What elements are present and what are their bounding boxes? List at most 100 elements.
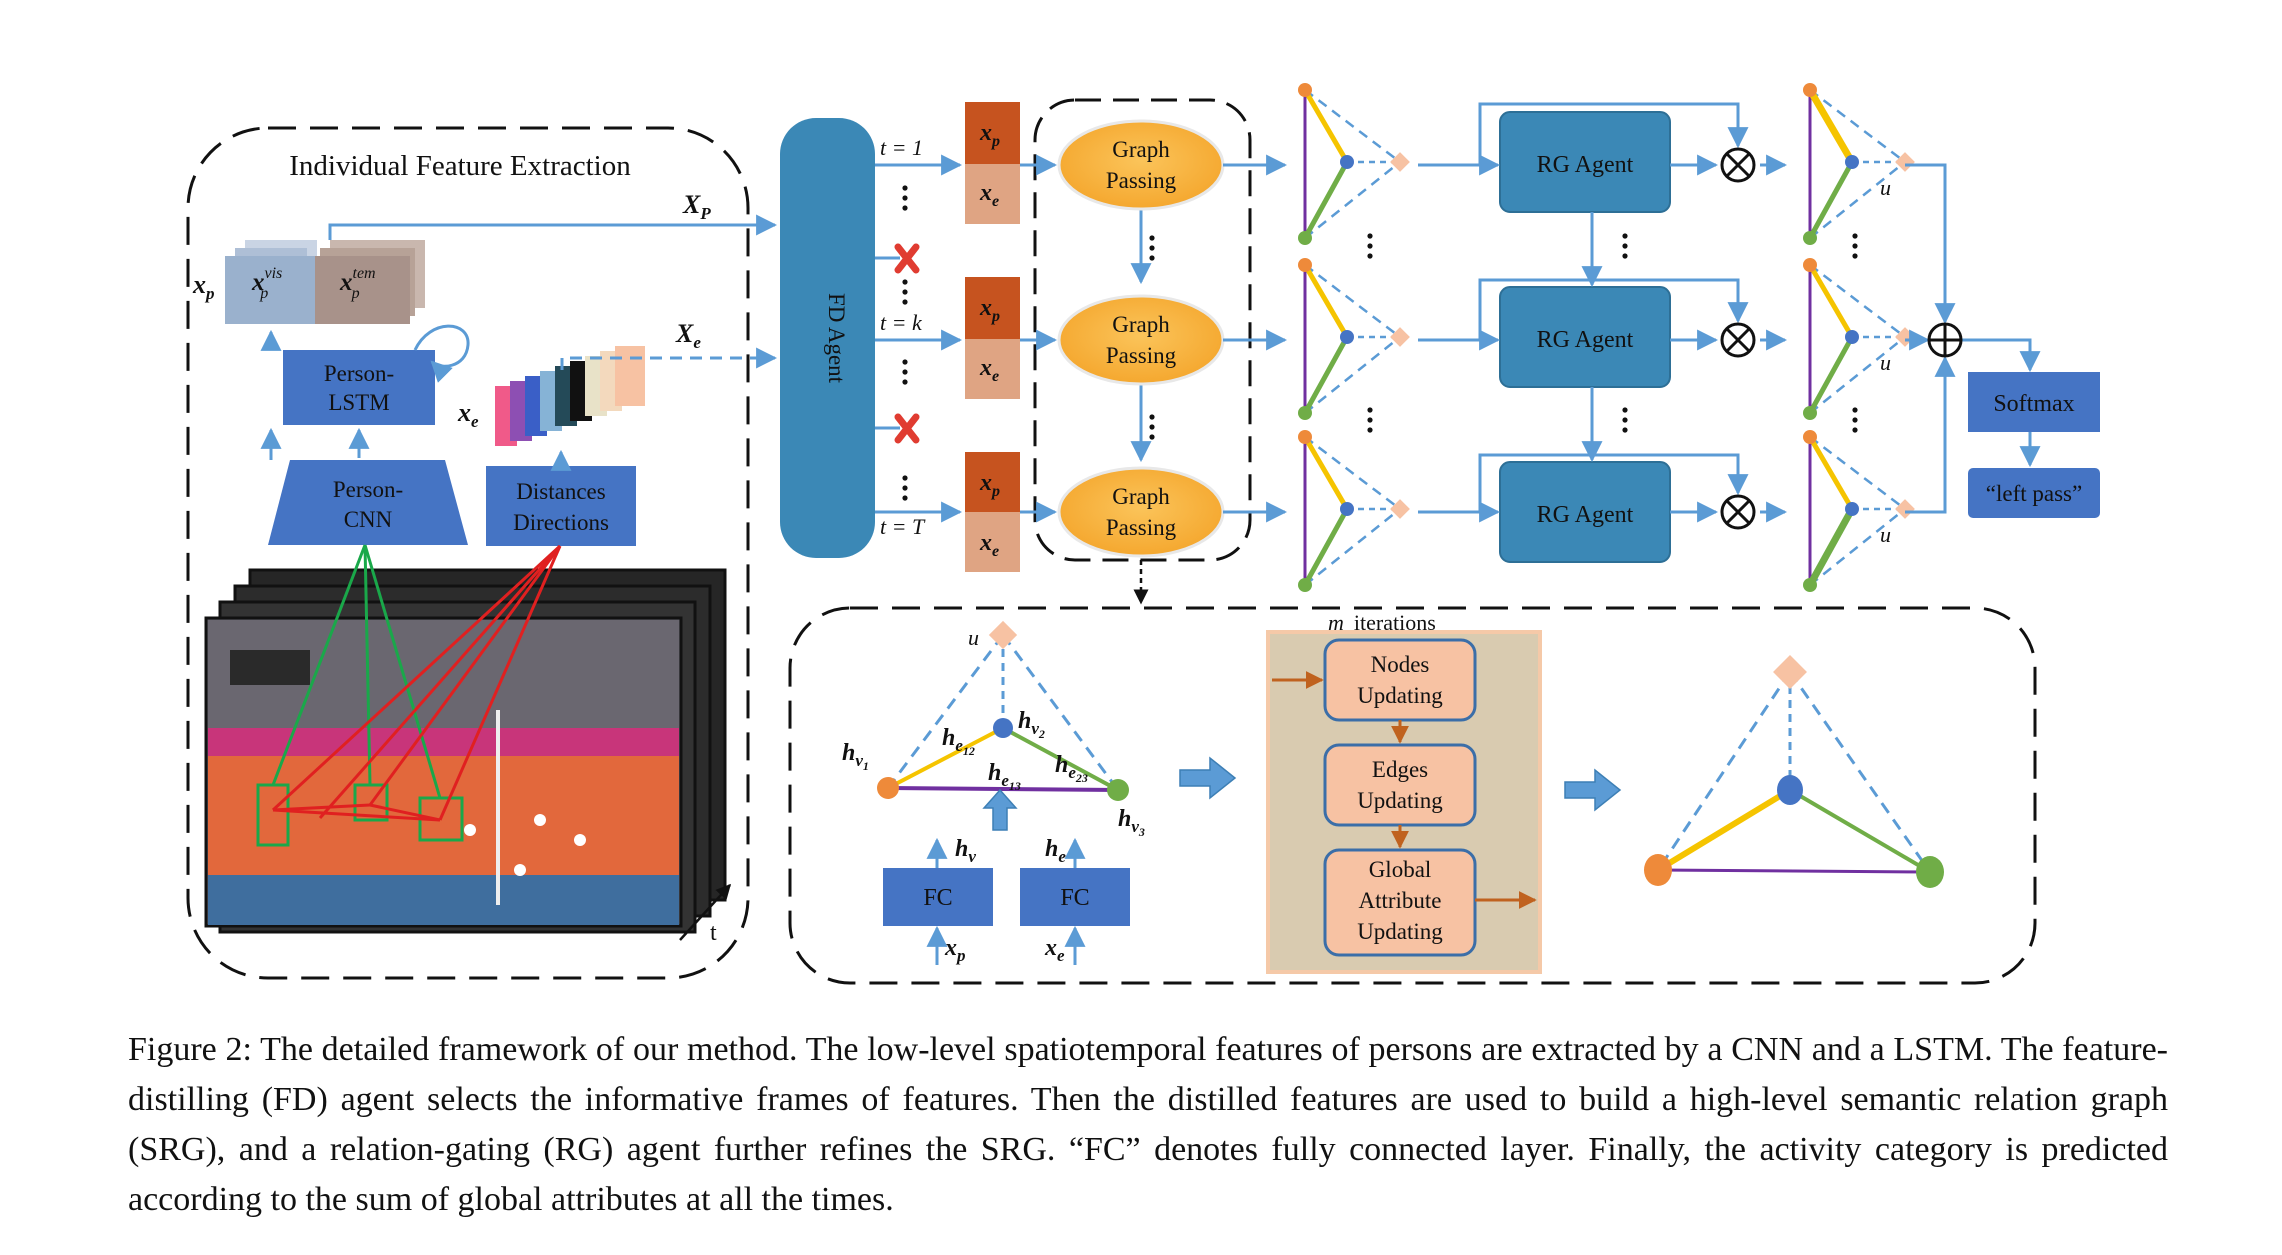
- person-lstm-label-2: LSTM: [328, 390, 389, 415]
- detail-graph-right: [1644, 655, 1944, 888]
- time-axis-label: t: [710, 920, 717, 946]
- gpk-label-1: Graph: [1112, 312, 1170, 337]
- detail-hv1: hv1: [842, 740, 869, 773]
- u-label-1: u: [1880, 175, 1891, 200]
- feat-xe-label: xe: [457, 398, 479, 431]
- fc-label-v: FC: [923, 885, 952, 911]
- dist-dir-label-1: Distances: [516, 479, 605, 504]
- mini-graph-before-3: [1298, 430, 1410, 592]
- cnn-green-links: [271, 544, 442, 799]
- rg-agent-label-k: RG Agent: [1537, 327, 1634, 353]
- rg-agent-label-1: RG Agent: [1537, 152, 1634, 178]
- softmax-box: [1968, 372, 2100, 432]
- person-lstm-label: Person-: [324, 361, 394, 386]
- t-label-1: t = 1: [880, 135, 923, 160]
- gp1-label-2: Passing: [1106, 168, 1177, 193]
- detail-panel: [788, 606, 2037, 985]
- graph-passing-panel: [1033, 98, 1252, 562]
- feat-xp-label: xp: [192, 270, 215, 303]
- gpT-label-2: Passing: [1106, 515, 1177, 540]
- caption-line-4: fully connected layer. Finally, the acti…: [128, 1131, 2169, 1218]
- dist-dir-label-2: Directions: [513, 510, 609, 535]
- detail-he13: he13: [988, 760, 1021, 793]
- block-arrow-1: [1179, 756, 1237, 800]
- softmax-label: Softmax: [1993, 391, 2074, 417]
- mini-graph-after-2: [1803, 258, 1915, 420]
- fc-box-e: [1020, 868, 1130, 926]
- iteration-arrows: [1272, 671, 1537, 909]
- global-updating-2: Attribute: [1358, 888, 1441, 913]
- caption-line-2: and a LSTM. The feature-distilling (FD) …: [128, 1031, 2168, 1118]
- detail-xp: xp: [944, 935, 966, 965]
- fc-label-e: FC: [1060, 885, 1089, 911]
- seq-xp-label: XP: [682, 190, 711, 223]
- graph-passing-arrows: [1020, 154, 1152, 523]
- rowk-xp: xp: [979, 295, 1000, 325]
- seq-xe-label: Xe: [675, 319, 701, 352]
- figure-caption: Figure 2: The detailed framework of our …: [128, 1025, 2168, 1225]
- detail-hv: hv: [955, 836, 976, 866]
- nodes-updating-1: Nodes: [1371, 652, 1430, 677]
- detail-hv2: hv2: [1018, 708, 1045, 741]
- output-box: [1968, 468, 2100, 518]
- detail-graph-left: [877, 620, 1129, 831]
- sum-arrows: [1905, 163, 2041, 514]
- rowk-xe: xe: [979, 355, 999, 385]
- row-ellipsis: [902, 185, 908, 501]
- detail-xe: xe: [1044, 935, 1065, 965]
- person-lstm-box: [283, 350, 435, 425]
- fc-box-v: [883, 868, 993, 926]
- time-step-rows: [875, 154, 963, 523]
- detail-u: u: [968, 625, 979, 650]
- fd-agent-box: [780, 118, 875, 558]
- person-cnn-box: [268, 460, 468, 545]
- fc-arrows: [926, 837, 1086, 965]
- panel-title: Individual Feature Extraction: [289, 150, 631, 182]
- t-label-T: t = T: [880, 514, 926, 539]
- global-updating-box: [1323, 848, 1477, 957]
- t-label-k: t = k: [880, 310, 923, 335]
- mini-graph-after-1: [1803, 83, 1915, 245]
- edges-updating-1: Edges: [1372, 757, 1428, 782]
- multiply-icon: [1720, 147, 1756, 530]
- u-label-k: u: [1880, 350, 1891, 375]
- person-cnn-label-2: CNN: [344, 507, 393, 532]
- tem-feature-block: [315, 256, 410, 324]
- row1-xe: xe: [979, 180, 999, 210]
- row1-xp: xp: [979, 120, 1000, 150]
- mini-graph-after-3: [1803, 430, 1915, 592]
- rg-arrows: [1418, 102, 1788, 523]
- mini-graphs: [1298, 83, 1915, 592]
- feature-extraction-panel: [186, 126, 750, 980]
- detail-he: he: [1045, 836, 1066, 866]
- rowT-xe: xe: [979, 530, 999, 560]
- caption-line-3: to build a high-level semantic relation …: [128, 1081, 2168, 1168]
- gp-ellipsis: [1149, 235, 1155, 440]
- mini-graph-before-2: [1298, 258, 1410, 420]
- detail-he23: he23: [1055, 752, 1088, 785]
- global-updating-3: Updating: [1357, 919, 1443, 944]
- block-arrow-2: [1564, 768, 1622, 812]
- mini-graph-before-1: [1298, 83, 1410, 245]
- person-cnn-label-1: Person-: [333, 477, 403, 502]
- u-label-T: u: [1880, 522, 1891, 547]
- xe-feature-stack: [495, 346, 645, 446]
- vis-feature-block: [225, 256, 315, 324]
- gpT-label-1: Graph: [1112, 484, 1170, 509]
- rg-agents: [1499, 111, 1671, 563]
- graph-passing-nodes: [1057, 119, 1225, 558]
- video-frames: [204, 568, 727, 934]
- drop-cross-icon: [894, 243, 920, 444]
- sum-icon: [1927, 322, 1963, 358]
- caption-line-1: Figure 2: The detailed framework of our …: [128, 1031, 1804, 1068]
- rg-agent-label-T: RG Agent: [1537, 502, 1634, 528]
- gpk-label-2: Passing: [1106, 343, 1177, 368]
- dist-red-links: [271, 544, 562, 822]
- rg-ellipsis: [1367, 233, 1858, 433]
- output-label: “left pass”: [1986, 481, 2082, 506]
- global-updating-1: Global: [1369, 857, 1432, 882]
